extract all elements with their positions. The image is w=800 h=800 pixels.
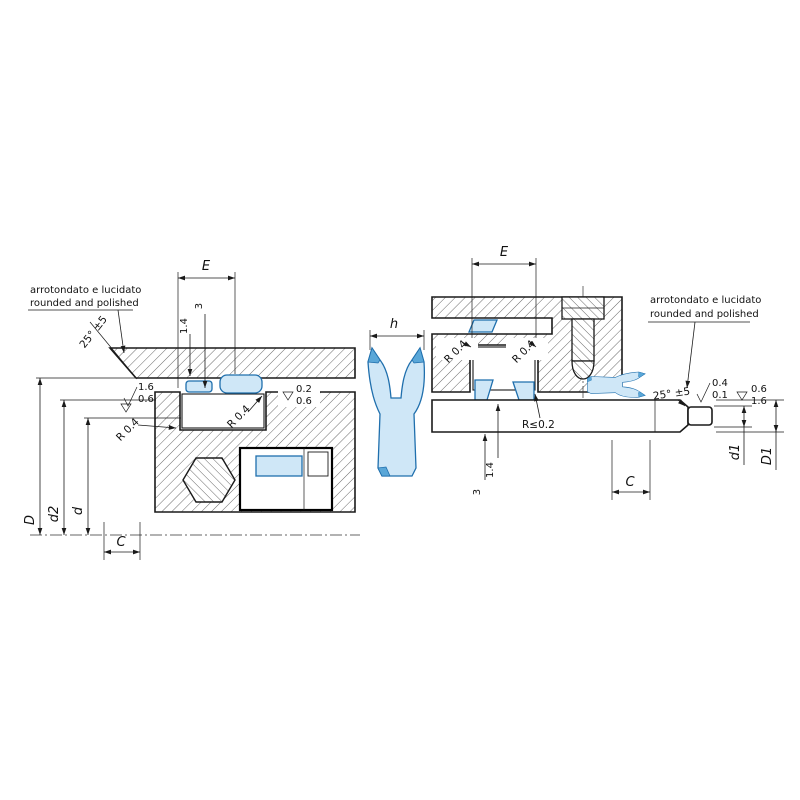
right-radius-max-leader bbox=[534, 393, 541, 419]
left-hex-nut bbox=[182, 457, 236, 503]
right-note-leader bbox=[685, 321, 696, 389]
left-dim-C-label: C bbox=[116, 535, 126, 550]
right-seal-lip-1 bbox=[474, 379, 494, 401]
right-note-line1: arrotondato e lucidato bbox=[650, 295, 761, 306]
left-dim-d-label: d bbox=[71, 506, 86, 515]
left-dim-D-label: D bbox=[23, 515, 38, 525]
right-seal-lip-2 bbox=[512, 381, 535, 401]
right-dim-E-label: E bbox=[500, 245, 509, 260]
right-radius2-leader bbox=[528, 340, 537, 348]
right-roughness1-value2: 0.1 bbox=[712, 390, 728, 401]
right-angle-label: 25° ±5 bbox=[652, 385, 691, 402]
left-roughness2-value1: 0.2 bbox=[296, 384, 312, 395]
seal-profile-view: h bbox=[367, 317, 426, 477]
left-angle-label: 25° ±5 bbox=[77, 314, 110, 351]
right-dim-d1-label: d1 bbox=[728, 444, 743, 461]
right-radius2-halo bbox=[506, 338, 548, 360]
right-angle-leader bbox=[677, 399, 686, 407]
right-screw-shank bbox=[571, 318, 595, 362]
left-seal-body bbox=[181, 393, 265, 429]
right-section-view: E R 0.4 R 0.4 R≤0.2 arrotondato e lucida… bbox=[431, 245, 784, 500]
left-dim-1-4-label: 1.4 bbox=[179, 318, 190, 334]
profile-dim-h-label: h bbox=[390, 317, 398, 332]
left-dim-E-label: E bbox=[202, 259, 211, 274]
right-dim-C-label: C bbox=[625, 475, 635, 490]
right-radius1-leader bbox=[461, 341, 472, 348]
left-roughness1-value2: 0.6 bbox=[138, 394, 154, 405]
right-dim-1-4-label: 1.4 bbox=[485, 462, 496, 478]
left-note-line2: rounded and polished bbox=[30, 298, 139, 309]
right-slot-seal bbox=[468, 319, 498, 333]
left-radius2-leader bbox=[247, 395, 263, 413]
left-note-leader bbox=[117, 309, 126, 354]
right-note-line2: rounded and polished bbox=[650, 309, 759, 320]
left-roughness2-value2: 0.6 bbox=[296, 396, 312, 407]
right-dim-D1-label: D1 bbox=[760, 447, 775, 465]
left-roughness2-triangle-icon bbox=[282, 391, 294, 401]
left-radius1-leader bbox=[137, 424, 177, 430]
left-cartridge-insert bbox=[307, 451, 329, 477]
left-chamfer-extension bbox=[89, 321, 138, 380]
right-dim-3-label: 3 bbox=[472, 489, 483, 495]
left-section-view: arrotondato e lucidato rounded and polis… bbox=[23, 259, 360, 560]
left-roughness1-value1: 1.6 bbox=[138, 382, 154, 393]
left-seal-lip bbox=[185, 380, 213, 393]
right-roughness2-triangle-icon bbox=[736, 391, 748, 401]
left-cartridge-seal bbox=[255, 455, 303, 477]
left-roughness1-icon bbox=[123, 386, 138, 407]
left-dim-d2-label: d2 bbox=[47, 506, 62, 523]
left-roughness1-triangle-icon bbox=[120, 403, 132, 413]
left-seal-energizer bbox=[219, 374, 263, 394]
right-screw-tip bbox=[571, 360, 595, 380]
left-note-line1: arrotondato e lucidato bbox=[30, 285, 141, 296]
right-rod-stub bbox=[687, 406, 713, 426]
left-dim-3-label: 3 bbox=[194, 303, 205, 309]
right-roughness2-value2: 1.6 bbox=[751, 396, 767, 407]
wiper-seal-profile bbox=[367, 347, 426, 477]
left-roughness2-halo bbox=[278, 380, 320, 407]
right-radius-max-label: R≤0.2 bbox=[522, 419, 555, 431]
left-radius1-label: R 0.4 bbox=[114, 416, 142, 444]
right-roughness2-value1: 0.6 bbox=[751, 384, 767, 395]
right-roughness1-icon bbox=[696, 382, 711, 403]
right-roughness1-value1: 0.4 bbox=[712, 378, 728, 389]
left-upper-bar-hatch bbox=[108, 347, 356, 379]
right-radius-max-halo bbox=[516, 418, 562, 431]
